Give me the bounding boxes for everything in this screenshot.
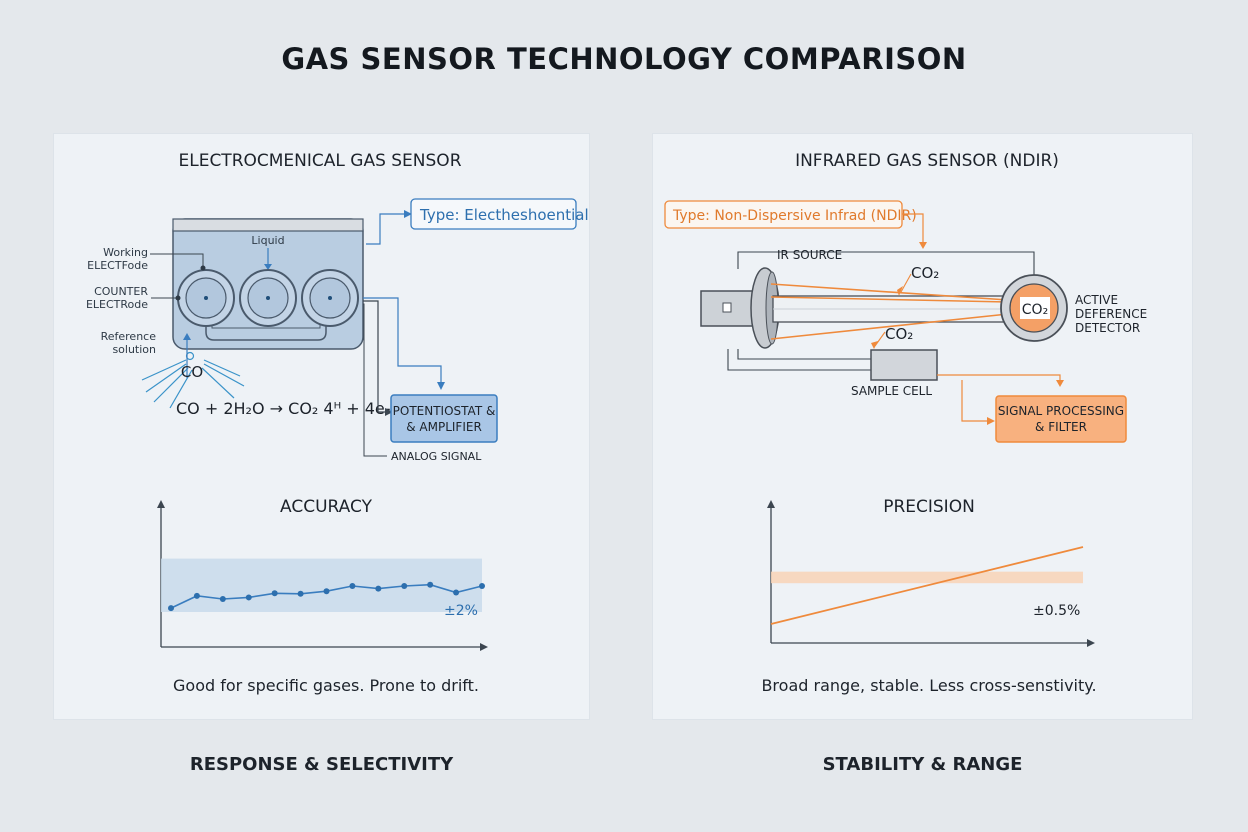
sample-cell [870, 349, 938, 381]
reference-electrode [301, 269, 359, 327]
detector-gas-label: CO₂ [1022, 302, 1048, 318]
amplifier-box [390, 394, 498, 443]
liquid-pointer-head [264, 264, 272, 270]
accuracy-data-point [401, 583, 408, 589]
ndir-type-label: Type: Non-Dispersive Infrad (NDIR) [672, 208, 917, 224]
gas-diffusion-rays [141, 359, 245, 409]
accuracy-chart-title: ACCURACY [280, 497, 373, 517]
x-axis-arrow [480, 643, 488, 651]
y-axis-arrow [767, 500, 775, 508]
ir-source-housing [700, 290, 758, 327]
working-electrode-leader [150, 253, 204, 268]
sensor-membrane [172, 218, 364, 232]
counter-electrode [239, 269, 297, 327]
infrared-footer: STABILITY & RANGE [822, 754, 1023, 775]
ndir-type-leader [902, 213, 924, 244]
working-electrode-label-1: Working [103, 246, 148, 259]
accuracy-data-point [245, 594, 252, 601]
precision-band-label: ±0.5% [1033, 603, 1080, 619]
electrochemical-panel: ELECTROCMENICAL GAS SENSOR Liquid Workin… [53, 133, 590, 720]
accuracy-chart [157, 500, 488, 651]
accuracy-data-point [193, 592, 200, 599]
ir-source-label: IR SOURCE [777, 248, 842, 262]
type-label-box [410, 198, 577, 230]
working-electrode-dot [200, 265, 206, 271]
accuracy-data-point [297, 590, 304, 597]
type-callout-head [404, 210, 412, 218]
counter-electrode-label-2: ELECTRode [86, 298, 148, 311]
accuracy-data-point [479, 583, 485, 589]
signal-wire-2-head [385, 408, 393, 416]
reaction-equation: CO + 2H₂O → CO₂ 4ᴴ + 4e- [176, 399, 391, 418]
detector-label-1: ACTIVE [1075, 293, 1118, 307]
signal-processing-label-2: & FILTER [1035, 420, 1087, 434]
analog-signal-wire [363, 303, 387, 457]
accuracy-data-point [427, 581, 434, 588]
y-axis-arrow [157, 500, 165, 508]
electrochemical-heading: ELECTROCMENICAL GAS SENSOR [178, 151, 461, 171]
type-label: Type: Electheshoential [419, 206, 589, 224]
processing-wire-1-head [1056, 380, 1064, 387]
accuracy-band-label: ±2% [444, 603, 478, 619]
processing-wire-2 [961, 380, 989, 422]
processing-wire-2-head [987, 417, 995, 425]
sample-cell-label: SAMPLE CELL [851, 384, 932, 398]
detector-gas-plate [1020, 297, 1050, 319]
signal-processing-box [995, 395, 1127, 443]
detector-label-2: DEFERENCE [1075, 307, 1147, 321]
accuracy-data-point [168, 605, 174, 612]
accuracy-data-point [453, 589, 460, 596]
ndir-type-head [919, 242, 927, 249]
liquid-label: Liquid [251, 234, 284, 247]
precision-chart-title: PRECISION [883, 497, 975, 517]
electrochemical-footer: RESPONSE & SELECTIVITY [189, 754, 454, 775]
co2-arrow-bottom [874, 331, 886, 347]
ir-source-window [722, 302, 732, 313]
analog-signal-label: ANALOG SIGNAL [391, 450, 482, 463]
working-electrode-label-2: ELECTFode [87, 259, 148, 272]
co2-arrow-top-head [897, 286, 903, 296]
accuracy-data-point [219, 596, 226, 602]
ir-beams [770, 283, 1009, 340]
counter-electrode-label-1: COUNTER [94, 285, 148, 298]
reference-label-1: Reference [101, 330, 157, 343]
infrared-panel: INFRARED GAS SENSOR (NDIR) Type: Non-Dis… [652, 133, 1193, 720]
signal-wire-1-head [437, 382, 445, 390]
precision-series-line [770, 546, 1084, 625]
type-callout-leader [366, 213, 406, 245]
signal-processing-label-1: SIGNAL PROCESSING [998, 404, 1124, 418]
electrochemical-diagram: ELECTROCMENICAL GAS SENSOR Liquid Workin… [86, 151, 589, 695]
infrared-heading: INFRARED GAS SENSOR (NDIR) [795, 151, 1059, 171]
amplifier-label-1: POTENTIOSTAT & [393, 404, 496, 418]
accuracy-data-point [349, 583, 356, 589]
counter-electrode-dot [175, 295, 181, 301]
wire-bottom [727, 349, 871, 371]
wire-mid [737, 349, 871, 360]
co2-label-bottom: CO₂ [885, 325, 913, 343]
accuracy-data-point [271, 590, 278, 597]
co2-arrow-top [900, 273, 912, 293]
co-gas-label: CO [181, 363, 203, 381]
reference-label-2: solution [112, 343, 156, 356]
signal-wire-2 [363, 300, 387, 413]
electrode-tube [205, 314, 327, 341]
precision-tolerance-band [771, 571, 1083, 584]
x-axis-arrow [1087, 639, 1095, 647]
electrochemical-caption: Good for specific gases. Prone to drift. [173, 676, 479, 695]
accuracy-data-point [375, 585, 382, 592]
infrared-caption: Broad range, stable. Less cross-senstivi… [761, 676, 1096, 695]
accuracy-data-point [323, 588, 330, 595]
co2-label-top: CO₂ [911, 264, 939, 282]
working-electrode [177, 269, 235, 327]
processing-wire-1 [937, 374, 1061, 382]
page-title: GAS SENSOR TECHNOLOGY COMPARISON [281, 42, 967, 76]
co-arrow-head [183, 333, 191, 340]
amplifier-label-2: & AMPLIFIER [406, 420, 482, 434]
signal-wire-1 [363, 297, 442, 384]
co2-arrow-bottom-head [871, 341, 878, 349]
precision-chart [767, 500, 1095, 647]
detector-label-3: DETECTOR [1075, 321, 1140, 335]
infrared-diagram: INFRARED GAS SENSOR (NDIR) Type: Non-Dis… [664, 151, 1147, 695]
